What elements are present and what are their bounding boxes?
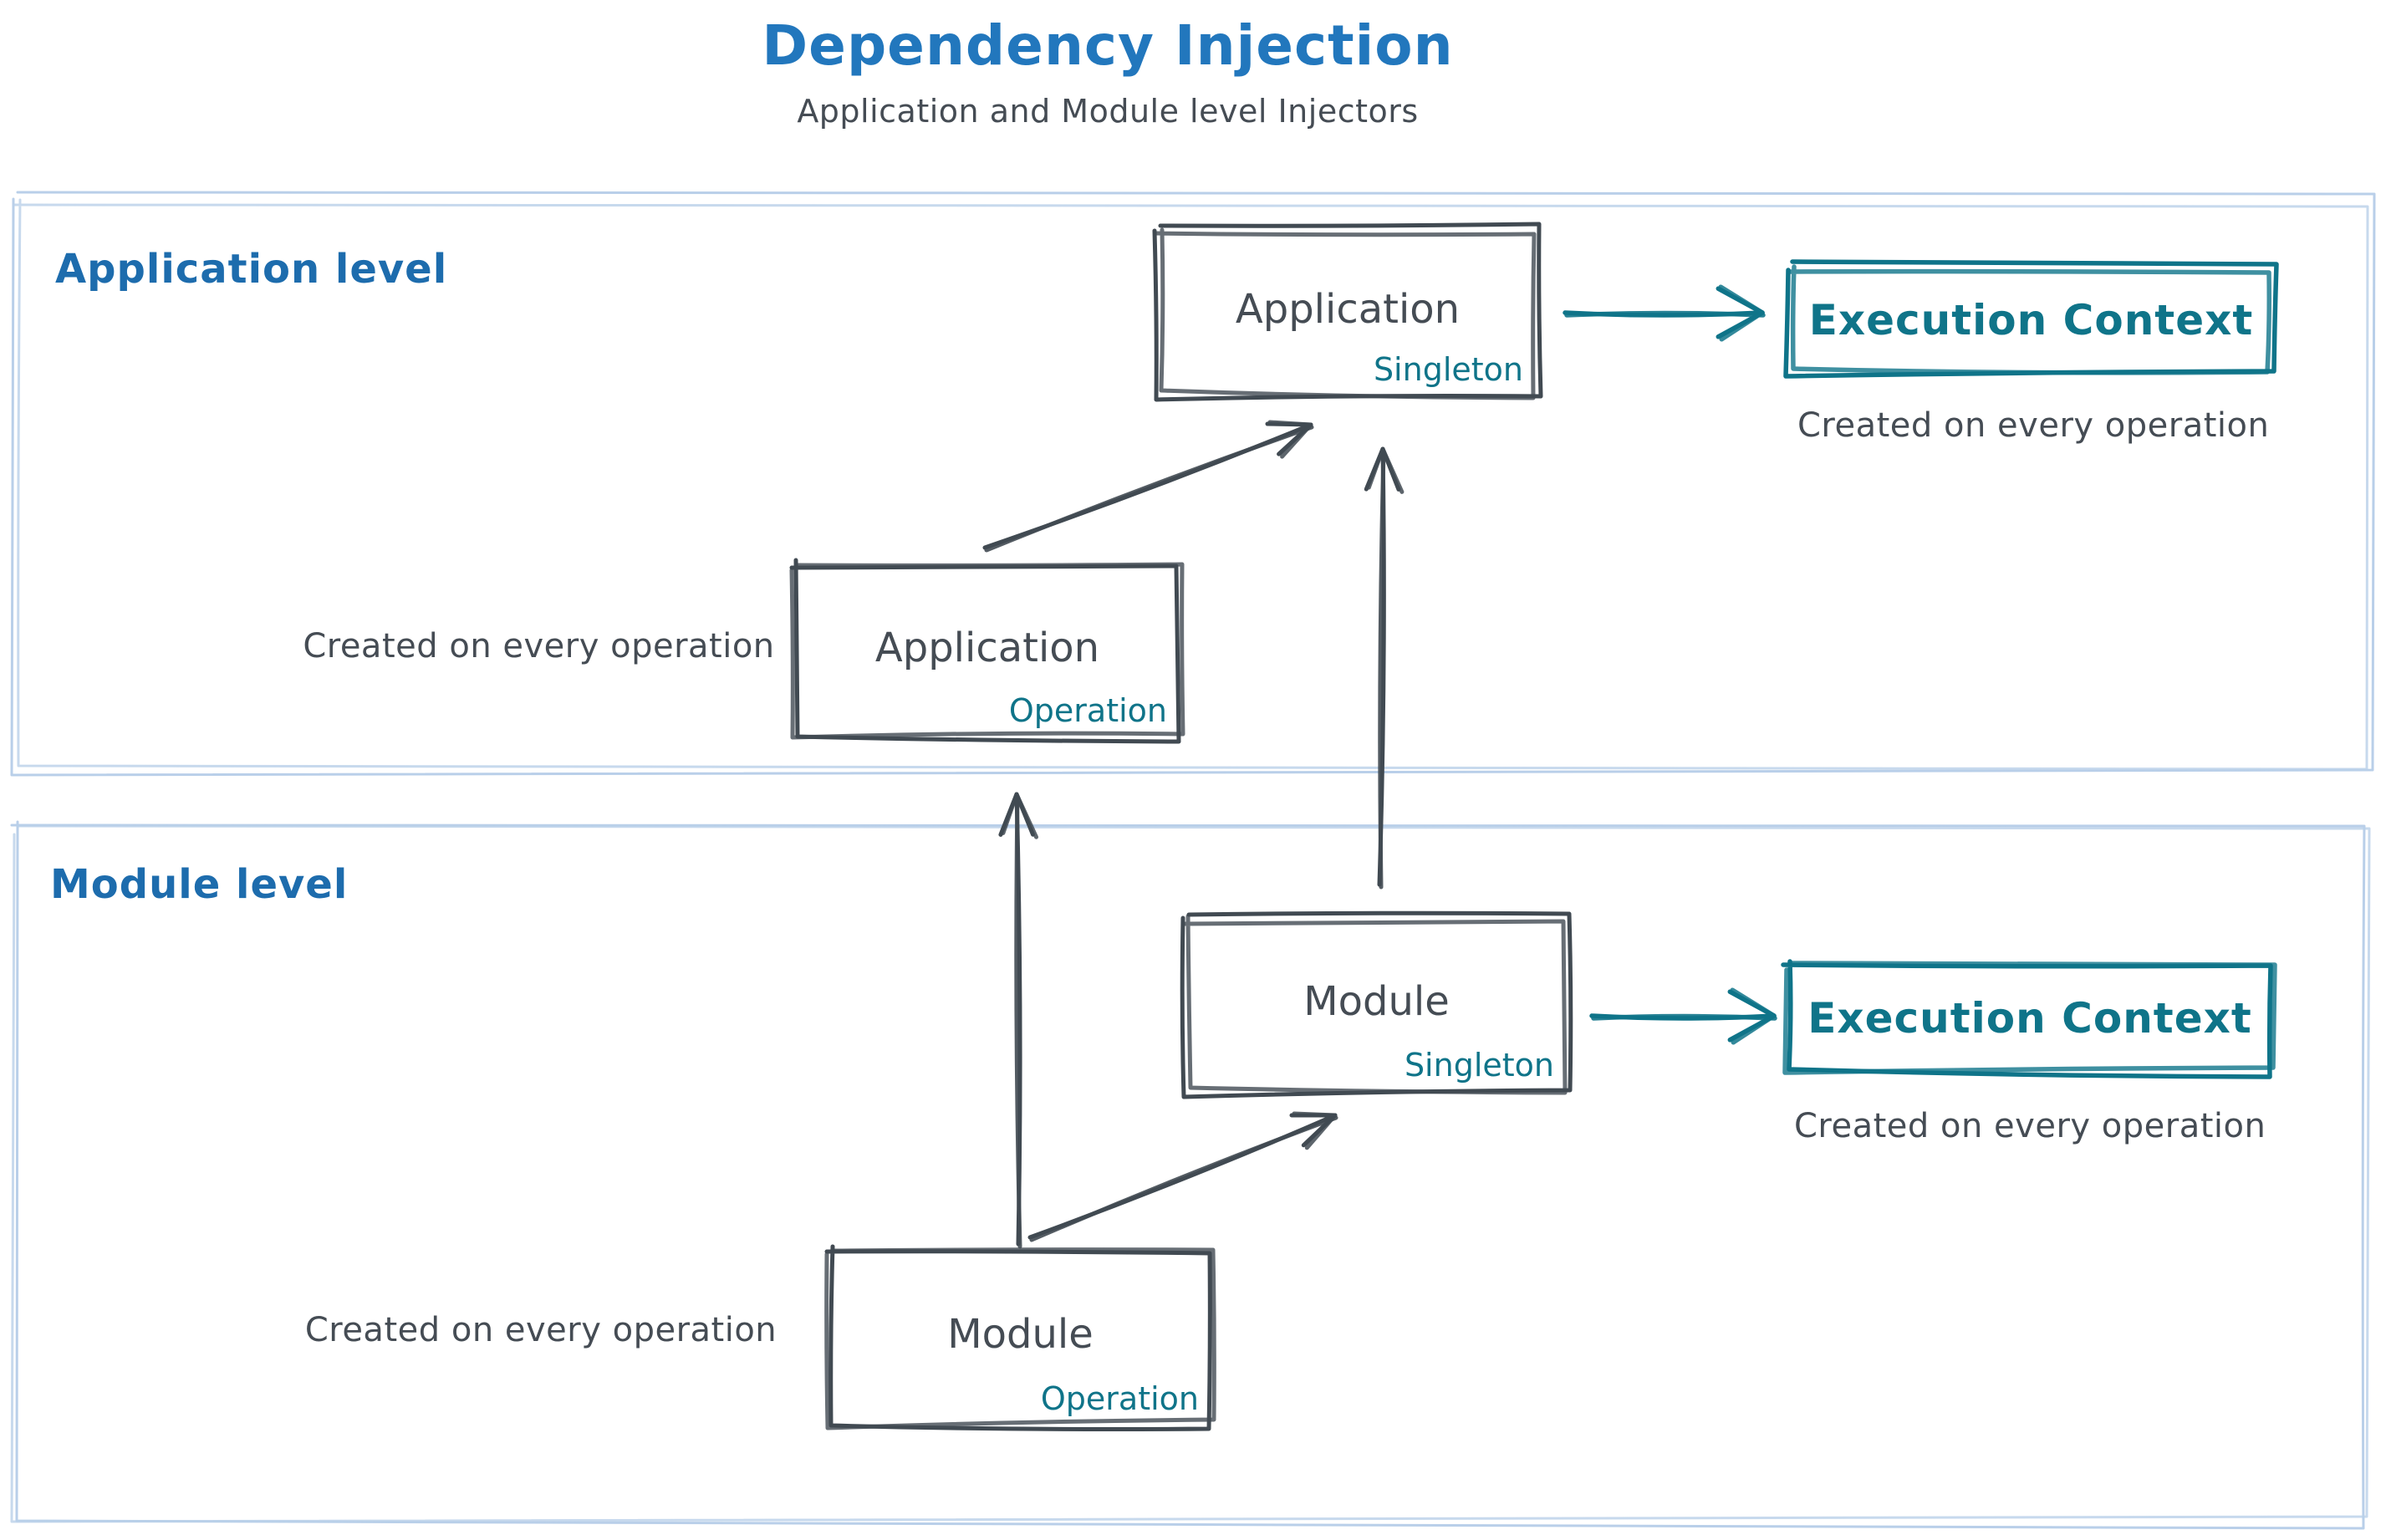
node-title: Module — [1303, 977, 1450, 1025]
execution-context-box-module-level-second-stroke — [1782, 961, 2277, 1075]
caption-created-on-every-operation: Created on every operation — [1794, 1107, 2266, 1145]
arrow-module-operation-to-application-operation-second-stroke — [1014, 794, 1022, 1249]
caption-created-on-every-operation: Created on every operation — [303, 627, 775, 665]
application-singleton-box-second-stroke — [1153, 227, 1537, 400]
node-badge-singleton: Singleton — [1404, 1047, 1554, 1084]
node-badge-operation: Operation — [1008, 692, 1167, 729]
node-badge-operation: Operation — [1040, 1380, 1199, 1417]
section-label-application-level: Application level — [55, 246, 448, 293]
application-level-section-border — [10, 191, 2376, 777]
arrow-application-operation-to-application-singleton-second-stroke — [984, 425, 1314, 553]
execution-context-box-application-level-second-stroke — [1787, 264, 2271, 375]
module-operation-node: Module Operation — [828, 1249, 1212, 1427]
page-title: Dependency Injection — [762, 13, 1454, 78]
arrow-application-operation-to-application-singleton-arrowhead-second-stroke — [1267, 420, 1313, 459]
application-singleton-box — [1152, 222, 1543, 402]
application-singleton-node: Application Singleton — [1159, 228, 1537, 398]
arrow-module-singleton-to-execution-context-arrowhead-second-stroke — [1730, 987, 1777, 1045]
node-title: Application — [874, 625, 1100, 672]
arrow-module-operation-to-application-operation-arrowhead-second-stroke — [1001, 792, 1038, 839]
application-level-section-border-second-stroke — [13, 198, 2369, 771]
execution-context-box-module-level — [1781, 959, 2273, 1079]
arrow-module-singleton-to-application-singleton-second-stroke — [1378, 449, 1386, 890]
arrow-module-singleton-to-application-singleton-arrowhead-second-stroke — [1366, 446, 1405, 494]
arrow-application-singleton-to-execution-context-second-stroke — [1564, 310, 1766, 318]
application-operation-box-second-stroke — [789, 562, 1185, 740]
arrow-module-operation-to-module-singleton-arrowhead-second-stroke — [1292, 1111, 1338, 1150]
module-singleton-box — [1180, 910, 1573, 1099]
module-singleton-node: Module Singleton — [1185, 916, 1568, 1094]
module-level-section-border-second-stroke — [10, 824, 2371, 1523]
execution-context-box-application-level — [1783, 259, 2279, 379]
execution-context-node-application: Execution Context — [1790, 266, 2272, 374]
node-badge-singleton: Singleton — [1373, 351, 1523, 388]
arrow-module-singleton-to-execution-context-second-stroke — [1591, 1013, 1777, 1021]
caption-created-on-every-operation: Created on every operation — [1797, 406, 2270, 445]
node-title: Module — [947, 1311, 1094, 1359]
page-subtitle: Application and Module level Injectors — [797, 93, 1419, 130]
application-operation-node: Application Operation — [794, 564, 1180, 739]
execution-context-node-module: Execution Context — [1787, 963, 2272, 1073]
module-operation-box-second-stroke — [824, 1247, 1216, 1430]
node-title: Application — [1235, 286, 1461, 334]
node-title: Execution Context — [1808, 295, 2254, 344]
module-singleton-box-second-stroke — [1181, 914, 1568, 1095]
node-title: Execution Context — [1807, 994, 2252, 1043]
section-label-module-level: Module level — [50, 861, 349, 908]
arrow-application-singleton-to-execution-context-arrowhead-second-stroke — [1718, 284, 1765, 342]
arrow-module-operation-to-module-singleton-second-stroke — [1029, 1115, 1338, 1242]
caption-created-on-every-operation: Created on every operation — [304, 1311, 777, 1349]
diagram-header: Dependency Injection Application and Mod… — [606, 13, 1609, 130]
